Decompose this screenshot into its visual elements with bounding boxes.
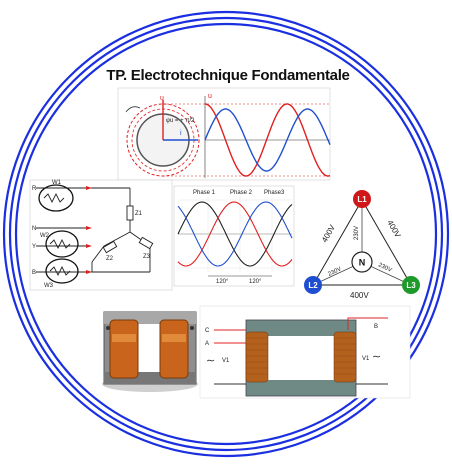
legend-phase-1: Phase 1 xyxy=(193,190,216,196)
node-l2 xyxy=(304,276,322,294)
node-l3 xyxy=(402,276,420,294)
meter-label-w3: W3 xyxy=(44,283,54,289)
spacing-label-1: 120° xyxy=(216,279,229,285)
node-n-label: N xyxy=(359,258,366,268)
schematic-label-b: B xyxy=(374,324,378,330)
voltage-label-l2-l3: 400V xyxy=(350,291,369,300)
wattmeter-labels: R N Y B W1 W2 W3 Z1 Z2 Z3 xyxy=(32,180,151,289)
impedance-z3 xyxy=(138,236,154,250)
ac-source-left-icon: ∼ xyxy=(206,354,215,367)
voltage-label-l1-l3: 400V xyxy=(385,219,402,240)
schematic-label-v1-left: V1 xyxy=(222,358,230,364)
node-l1-label: L1 xyxy=(357,195,367,204)
phasor-sine-panel: u u i φu = + π/2 xyxy=(117,87,331,181)
secondary-winding xyxy=(333,331,357,383)
outer-ring xyxy=(2,10,450,458)
wattmeter-circuit xyxy=(29,179,173,291)
meter-label-w1: W1 xyxy=(52,180,62,186)
line-label-b: B xyxy=(32,270,36,276)
wattmeter-w1 xyxy=(38,184,74,212)
node-l3-label: L3 xyxy=(406,281,416,290)
phase-voltage-l2: 230V xyxy=(327,266,342,277)
axis-i-label: i xyxy=(180,130,182,137)
page-title: TP. Electrotechnique Fondamentale xyxy=(106,67,349,84)
node-n xyxy=(351,251,373,273)
schematic-label-a: A xyxy=(205,341,209,347)
phase-voltage-l3: 230V xyxy=(377,262,392,273)
phase-formula: φu = + π/2 xyxy=(166,118,195,124)
legend-phase-2: Phase 2 xyxy=(230,190,253,196)
current-wave xyxy=(204,108,331,172)
impedance-label-z1: Z1 xyxy=(135,211,143,217)
impedance-z2 xyxy=(102,240,118,254)
meter-label-w2: W2 xyxy=(40,233,50,239)
schematic-label-v1-right: V1 xyxy=(362,356,370,362)
transformer-photo xyxy=(102,311,198,392)
phase-3-wave xyxy=(177,201,293,267)
ac-source-right-icon: ∼ xyxy=(372,350,381,363)
voltage-label-l1-l2: 400V xyxy=(320,223,337,244)
line-label-y: Y xyxy=(32,244,36,250)
transformer-coil-left xyxy=(109,319,139,379)
transformer-schematic: C A B V1 V1 ∼ ∼ xyxy=(199,305,411,399)
schematic-label-c: C xyxy=(205,328,210,334)
phase-voltage-l1: 230V xyxy=(354,226,360,240)
node-l1 xyxy=(353,190,371,208)
impedance-label-z2: Z2 xyxy=(106,256,114,262)
axis-u-left-label: u xyxy=(160,95,164,102)
node-l2-label: L2 xyxy=(308,281,318,290)
three-phase-plot: Phase 1 Phase 2 Phase3 120° 120° xyxy=(173,185,295,287)
voltage-triangle: N L1 L2 L3 400V 400V 400V 230V 230V 230V xyxy=(304,190,420,300)
wattmeter-w3 xyxy=(45,258,79,284)
wattmeter-w2 xyxy=(45,230,79,258)
primary-winding xyxy=(245,331,269,383)
impedance-z1 xyxy=(126,205,134,221)
voltage-wave xyxy=(204,103,331,177)
line-label-n: N xyxy=(32,226,36,232)
phase-1-wave xyxy=(177,201,293,267)
legend-phase-3: Phase3 xyxy=(264,190,285,196)
transformer-coil-right xyxy=(159,319,189,379)
phase-2-wave xyxy=(177,201,293,267)
line-label-r: R xyxy=(32,186,37,192)
spacing-label-2: 120° xyxy=(249,279,262,285)
axis-u-right-label: u xyxy=(208,93,212,100)
impedance-label-z3: Z3 xyxy=(143,254,151,260)
